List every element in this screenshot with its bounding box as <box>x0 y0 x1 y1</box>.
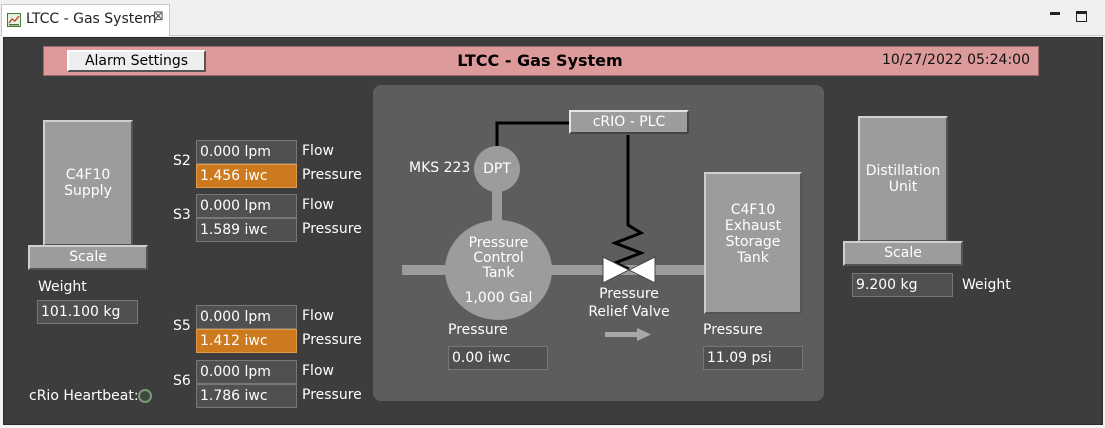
page-title: LTCC - Gas System <box>457 51 623 70</box>
main-pipe <box>402 265 733 275</box>
minimize-icon[interactable] <box>1049 8 1061 20</box>
tank-volume-label: 1,000 Gal <box>464 290 533 306</box>
sector-s6-label: S6 <box>173 373 191 389</box>
tab-ltcc-gas-system[interactable]: LTCC - Gas System ⊠ <box>1 4 170 36</box>
s2-pressure-label: Pressure <box>302 167 362 183</box>
sensor-model-label: MKS 223 <box>409 160 471 176</box>
pressure-control-tank-label: Pressure Control Tank <box>468 235 529 281</box>
supply-weight-label: Weight <box>38 279 87 295</box>
display-icon <box>7 13 21 27</box>
distillation-unit-box: Distillation Unit <box>858 116 948 242</box>
s3-flow-label: Flow <box>302 197 334 213</box>
supply-scale-button[interactable]: Scale <box>28 245 148 270</box>
dpt-sensor: DPT <box>474 146 520 192</box>
sector-s2-label: S2 <box>173 153 191 169</box>
relief-valve-icon <box>602 256 656 284</box>
diagram-piping <box>402 121 733 341</box>
sector-s3-label: S3 <box>173 207 191 223</box>
s6-flow-value: 0.000 lpm <box>196 360 297 384</box>
dpt-signal-wire <box>495 121 569 147</box>
flow-arrow-icon <box>605 328 651 341</box>
distillation-weight-value: 9.200 kg <box>852 273 953 297</box>
header-bar <box>43 46 1039 76</box>
dpt-stem <box>492 185 502 227</box>
s6-flow-label: Flow <box>302 363 334 379</box>
exhaust-storage-tank: C4F10 Exhaust Storage Tank <box>704 172 802 314</box>
pressure-control-tank <box>445 220 552 320</box>
heartbeat-led-icon <box>138 389 152 403</box>
distillation-weight-label: Weight <box>962 277 1011 293</box>
alarm-settings-button[interactable]: Alarm Settings <box>67 50 206 72</box>
sector-s5-label: S5 <box>173 318 191 334</box>
s3-pressure-label: Pressure <box>302 221 362 237</box>
s5-flow-label: Flow <box>302 308 334 324</box>
heartbeat-label: cRio Heartbeat: <box>29 388 139 404</box>
s5-pressure-label: Pressure <box>302 332 362 348</box>
s6-pressure-label: Pressure <box>302 387 362 403</box>
c4f10-supply-label: C4F10 Supply <box>64 167 112 199</box>
s5-pressure-value: 1.412 iwc <box>196 329 297 353</box>
distillation-scale-button[interactable]: Scale <box>843 241 963 266</box>
s6-pressure-value: 1.786 iwc <box>196 384 297 408</box>
s2-flow-label: Flow <box>302 143 334 159</box>
s2-flow-value: 0.000 lpm <box>196 140 297 164</box>
exhaust-pressure-label: Pressure <box>703 322 763 338</box>
valve-signal-wire <box>610 135 646 271</box>
s5-flow-value: 0.000 lpm <box>196 305 297 329</box>
tank-pressure-value: 0.00 iwc <box>448 346 548 370</box>
relief-valve-label: Pressure Relief Valve <box>588 286 670 320</box>
close-icon[interactable]: ⊠ <box>153 9 164 24</box>
exhaust-pressure-value: 11.09 psi <box>703 346 803 370</box>
c4f10-supply-box: C4F10 Supply <box>43 120 133 246</box>
s3-pressure-value: 1.589 iwc <box>196 218 297 242</box>
distillation-unit-label: Distillation Unit <box>865 163 941 195</box>
tank-pressure-label: Pressure <box>448 322 508 338</box>
maximize-icon[interactable] <box>1076 11 1087 22</box>
timestamp: 10/27/2022 05:24:00 <box>881 52 1030 68</box>
s3-flow-value: 0.000 lpm <box>196 194 297 218</box>
exhaust-storage-tank-label: C4F10 Exhaust Storage Tank <box>724 202 782 266</box>
s2-pressure-value: 1.456 iwc <box>196 164 297 188</box>
tab-strip <box>0 0 1105 36</box>
tab-title: LTCC - Gas System <box>26 11 157 27</box>
supply-weight-value: 101.100 kg <box>37 300 138 324</box>
crio-plc-box: cRIO - PLC <box>569 110 689 134</box>
